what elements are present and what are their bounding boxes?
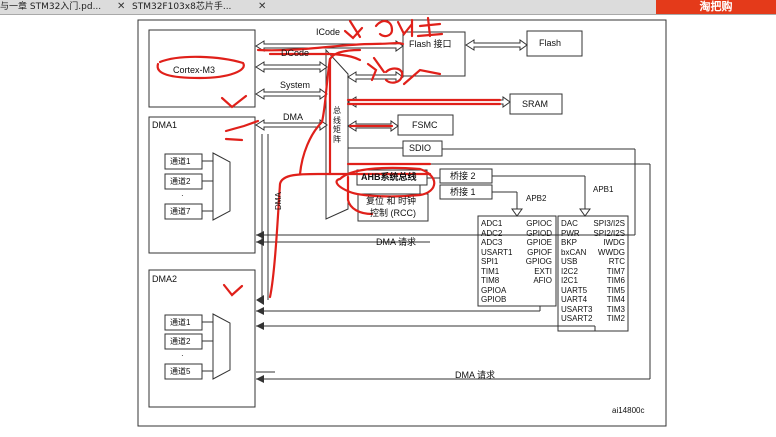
peripheral-name: BKP [561,238,578,247]
dma2-channel: 通道2 [170,337,191,346]
ahb-bus-label: AHB系统总线 [361,172,417,182]
dma1-channel: 通道7 [170,207,191,216]
dma-request-label: DMA 请求 [455,370,496,380]
peripheral-name: ADC1 [481,219,503,228]
peripheral-name: bxCAN [561,247,587,257]
apb2-label: APB2 [526,194,547,203]
dma-request-label: DMA 请求 [376,237,417,247]
peripheral-name: TIM6 [606,276,625,285]
peripheral-name: PWR [561,228,580,238]
dma2-channel: 通道5 [170,367,191,376]
dma2-channel: 通道1 [170,318,191,327]
system-bus-label: System [280,80,311,90]
apb1-label: APB1 [593,185,614,194]
dma1-channel-ellipsis: · [181,191,184,200]
peripheral-name: USART1 [481,247,513,257]
dcode-label: DCode [281,48,310,58]
peripheral-name: ADC2 [481,228,503,238]
peripheral-name: ADC3 [481,238,503,247]
icode-label: ICode [316,27,341,37]
peripheral-name: WWDG [597,247,625,257]
peripheral-name: USB [561,257,578,266]
sdio-label: SDIO [409,143,432,153]
bridge1-label: 桥接 1 [450,187,476,197]
dma2-title: DMA2 [152,274,178,284]
dma1-title: DMA1 [152,120,178,130]
peripheral-name: USART2 [561,314,593,323]
cortex-m3-label: Cortex-M3 [173,65,216,75]
peripheral-name: TIM1 [481,266,500,276]
flash-interface-label: Flash 接口 [409,39,452,49]
peripheral-name: SPI1 [481,257,499,266]
peripheral-name: SPI3/I2S [593,219,625,228]
peripheral-name: TIM2 [606,314,625,323]
sram-label: SRAM [522,99,549,109]
peripheral-name: GPIOE [526,238,552,247]
rcc-line2: 控制 (RCC) [370,208,416,218]
peripheral-name: EXTI [534,266,552,276]
peripheral-name: GPIOG [525,257,552,266]
peripheral-name: TIM8 [481,276,500,285]
peripheral-name: I2C1 [561,276,578,285]
tab-pdf-chapter1[interactable]: 与一章 STM32入门.pd... [0,2,102,12]
peripheral-name: GPIOB [481,295,507,304]
close-icon[interactable]: ✕ [258,1,267,12]
peripheral-name: GPIOF [527,247,552,257]
peripheral-name: DAC [561,219,578,228]
close-icon[interactable]: ✕ [117,1,126,12]
dma-bus-label: DMA [283,112,303,122]
peripheral-name: AFIO [533,276,552,285]
peripheral-name: TIM5 [606,285,625,295]
bridge2-label: 桥接 2 [450,171,476,181]
peripheral-name: UART5 [561,285,588,295]
dma1-channel: 通道2 [170,177,191,186]
peripheral-name: USART3 [561,304,593,314]
peripheral-name: TIM4 [606,295,625,304]
fsmc-label: FSMC [412,120,438,130]
peripheral-name: TIM3 [606,304,625,314]
figure-id: ai14800c [612,406,645,415]
peripheral-name: GPIOA [481,285,507,295]
peripheral-name: GPIOC [526,219,552,228]
bus-matrix-label: 总 线 矩 阵 [333,106,341,144]
peripheral-name: UART4 [561,295,588,304]
peripheral-name: RTC [608,257,625,266]
tab-bar: 与一章 STM32入门.pd... ✕ STM32F103x8芯片手... ✕ … [0,0,776,15]
dma2-channel-ellipsis: · [181,351,184,360]
dma1-channel: 通道1 [170,157,191,166]
bus-architecture-diagram: ICode DCode System DMA DMA Cortex-M3 Fla… [0,14,776,437]
flash-label: Flash [539,38,562,48]
peripheral-name: GPIOD [526,228,552,238]
tab-pdf-datasheet[interactable]: STM32F103x8芯片手... [132,2,232,12]
peripheral-name: TIM7 [606,266,625,276]
rcc-line1: 复位 和 时钟 [366,196,417,206]
peripheral-name: SPI2/I2S [593,228,625,238]
peripheral-name: IWDG [603,238,625,247]
dma-vertical-label: DMA [274,192,283,210]
brand-logo: 淘把购 [656,0,776,14]
peripheral-name: I2C2 [561,266,578,276]
